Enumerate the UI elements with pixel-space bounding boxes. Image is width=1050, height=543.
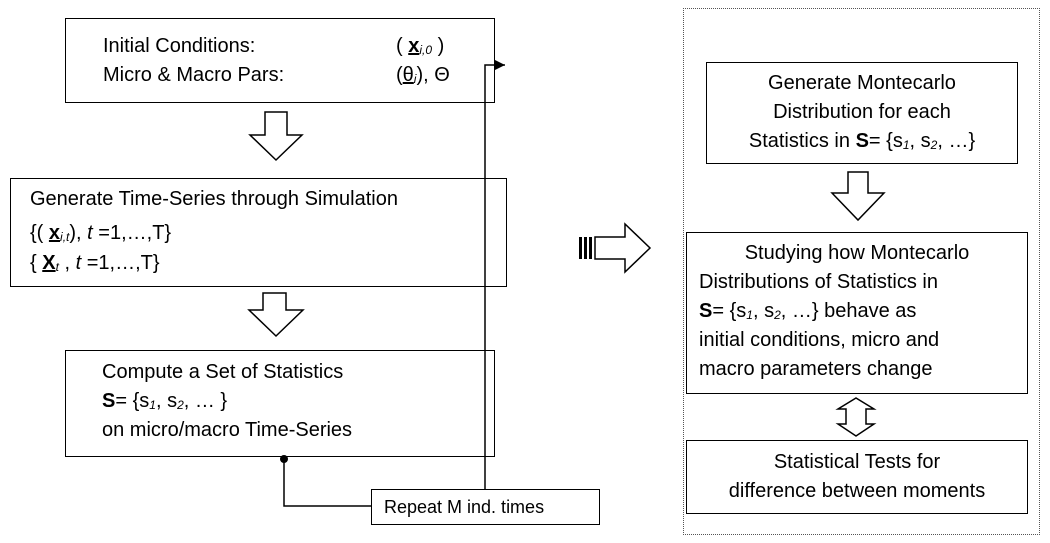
micro-series-line: {( xi,t), t =1,…,T} <box>30 222 172 244</box>
statistical-tests-line-2: difference between moments <box>728 480 986 502</box>
initial-conditions-label: Initial Conditions: <box>103 35 256 57</box>
compute-statistics-title: Compute a Set of Statistics <box>102 361 344 383</box>
generate-time-series-box: Generate Time-Series through Simulation … <box>10 178 507 287</box>
initial-conditions-value: ( xi,0 ) <box>396 35 445 57</box>
loop-line-up <box>484 64 505 489</box>
studying-line-1: Studying how Montecarlo <box>744 242 970 264</box>
pars-value: (θi), Θ <box>396 64 450 86</box>
montecarlo-distribution-box: Generate Montecarlo Distribution for eac… <box>706 62 1018 164</box>
compute-statistics-box: Compute a Set of Statistics S= {s1, s2, … <box>65 350 495 457</box>
right-panel <box>683 8 1040 535</box>
studying-line-2: Distributions of Statistics in <box>699 271 938 293</box>
studying-line-5: macro parameters change <box>699 358 933 380</box>
montecarlo-line-3: Statistics in S= {s1, s2, …} <box>748 130 976 152</box>
down-arrow-2 <box>247 292 305 338</box>
repeat-box: Repeat M ind. times <box>371 489 600 525</box>
statistical-tests-line-1: Statistical Tests for <box>773 451 941 473</box>
generate-time-series-title: Generate Time-Series through Simulation <box>30 188 398 210</box>
montecarlo-line-2: Distribution for each <box>773 101 951 123</box>
macro-series-line: { Xt , t =1,…,T} <box>30 252 160 274</box>
transition-arrow <box>579 222 652 274</box>
statistics-set: S= {s1, s2, … } <box>102 390 228 412</box>
studying-distributions-box: Studying how Montecarlo Distributions of… <box>686 232 1028 394</box>
statistical-tests-box: Statistical Tests for difference between… <box>686 440 1028 514</box>
loop-line-to-repeat <box>283 459 371 507</box>
initial-conditions-box: Initial Conditions: ( xi,0 ) Micro & Mac… <box>65 18 495 103</box>
pars-label: Micro & Macro Pars: <box>103 64 285 86</box>
loop-arrowhead <box>495 60 505 70</box>
repeat-label: Repeat M ind. times <box>384 497 545 517</box>
down-arrow-1 <box>248 111 304 162</box>
montecarlo-line-1: Generate Montecarlo <box>768 72 956 94</box>
double-arrow-right <box>835 397 877 437</box>
down-arrow-right <box>830 171 886 222</box>
studying-line-3: S= {s1, s2, …} behave as <box>699 300 917 322</box>
compute-statistics-scope: on micro/macro Time-Series <box>102 419 353 441</box>
studying-line-4: initial conditions, micro and <box>699 329 940 351</box>
